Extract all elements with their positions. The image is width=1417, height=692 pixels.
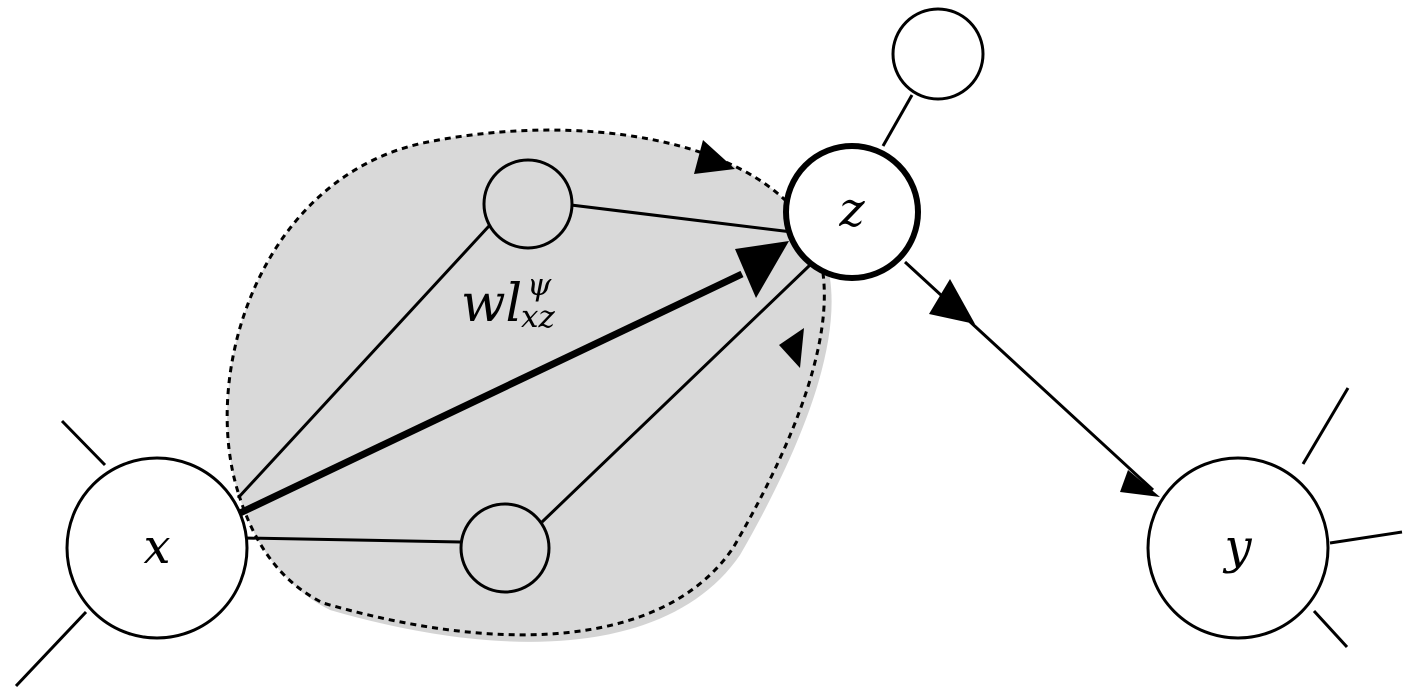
edge-lower-node-z [540,263,812,524]
edge-z-y-arrowhead-2 [1120,470,1160,497]
stub-y-right [1329,530,1403,545]
node-x [65,456,249,640]
edge-z-y-arrowhead-1 [929,279,975,324]
boundary-arrow-right [779,328,804,368]
edge-label-group: wl ψ xz [461,267,555,335]
node-y [1146,456,1330,640]
node-upper-region [482,158,574,250]
stub-y-bottom [1312,609,1349,649]
stub-x-bottom [14,610,88,688]
edge-label-subscript: xz [521,299,555,335]
boundary-arrow-top [694,140,735,174]
edge-upper-node-z [570,203,793,234]
edge-x-lower-node [243,536,462,544]
node-top [891,7,985,101]
edge-x-z-main-arrowhead [735,241,789,298]
edge-x-z-main [236,270,744,518]
node-y-label: y [1222,519,1252,575]
shaded-region [227,130,825,635]
edge-label-main: wl [461,274,522,334]
edge-top-node-z [881,94,914,147]
node-x-label: x [143,519,170,575]
edge-x-upper-node [236,224,491,500]
node-z [783,143,921,281]
stub-y-top [1301,387,1350,465]
node-lower-region [459,502,551,594]
stub-x-top [60,419,107,467]
edge-label-superscript: ψ [527,267,552,303]
node-z-label: z [838,182,865,238]
